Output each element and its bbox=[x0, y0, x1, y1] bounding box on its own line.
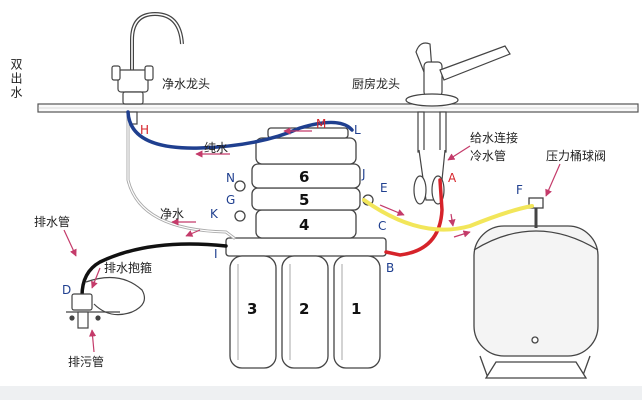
letter-j: J bbox=[361, 167, 366, 181]
stage-2: 2 bbox=[299, 300, 309, 318]
letter-f: F bbox=[516, 183, 523, 197]
letter-e: E bbox=[380, 181, 388, 195]
drain-pipe-label: 排水管 bbox=[34, 214, 70, 229]
letter-b: B bbox=[386, 261, 394, 275]
filter-housings bbox=[225, 237, 387, 369]
tank-line bbox=[362, 198, 534, 232]
side-label: 双出水 bbox=[9, 58, 23, 100]
stage-6: 6 bbox=[299, 168, 309, 186]
drain-assembly bbox=[66, 276, 145, 329]
letter-g: G bbox=[226, 193, 235, 207]
drain-line bbox=[80, 242, 228, 298]
bottom-band bbox=[0, 386, 642, 400]
letter-markers: A B C D E F G H I J K L M N bbox=[62, 117, 523, 297]
letter-m: M bbox=[316, 117, 326, 131]
stage-numbers: 6 5 4 3 2 1 bbox=[247, 168, 361, 318]
stage-3: 3 bbox=[247, 300, 257, 318]
cold-inlet-label-1: 给水连接 bbox=[470, 130, 518, 145]
tubing bbox=[80, 110, 534, 298]
letter-n: N bbox=[226, 171, 235, 185]
pressure-valve-label: 压力桶球阀 bbox=[546, 148, 606, 163]
sewage-pipe-label: 排污管 bbox=[68, 354, 104, 369]
letter-k: K bbox=[210, 207, 219, 221]
stage-1: 1 bbox=[351, 300, 361, 318]
kitchen-faucet-label: 厨房龙头 bbox=[352, 76, 400, 91]
countertop bbox=[37, 103, 639, 113]
drain-clamp-label: 排水抱箍 bbox=[104, 260, 152, 275]
cold-inlet-label-2: 冷水管 bbox=[470, 148, 506, 163]
stage-4: 4 bbox=[299, 216, 309, 234]
letter-a: A bbox=[448, 171, 457, 185]
letter-h: H bbox=[140, 123, 149, 137]
letter-i: I bbox=[214, 247, 218, 261]
kitchen-faucet bbox=[405, 42, 511, 205]
letter-c: C bbox=[378, 219, 386, 233]
clean-water-label: 净水 bbox=[160, 207, 184, 221]
feed-line bbox=[384, 178, 444, 257]
pure-water-label: 纯水 bbox=[204, 141, 228, 155]
letter-l: L bbox=[354, 123, 361, 137]
cartridge-stack bbox=[234, 127, 374, 239]
pressure-tank bbox=[473, 197, 599, 379]
pure-water-faucet bbox=[111, 11, 184, 125]
pure-faucet-label: 净水龙头 bbox=[162, 77, 210, 91]
letter-d: D bbox=[62, 283, 71, 297]
text-labels: 双出水 净水龙头 厨房龙头 给水连接 冷水管 压力桶球阀 纯水 净水 排水管 排… bbox=[9, 58, 606, 369]
flow-arrows bbox=[63, 127, 561, 353]
stage-5: 5 bbox=[299, 191, 309, 209]
pure-water-line bbox=[126, 110, 354, 150]
